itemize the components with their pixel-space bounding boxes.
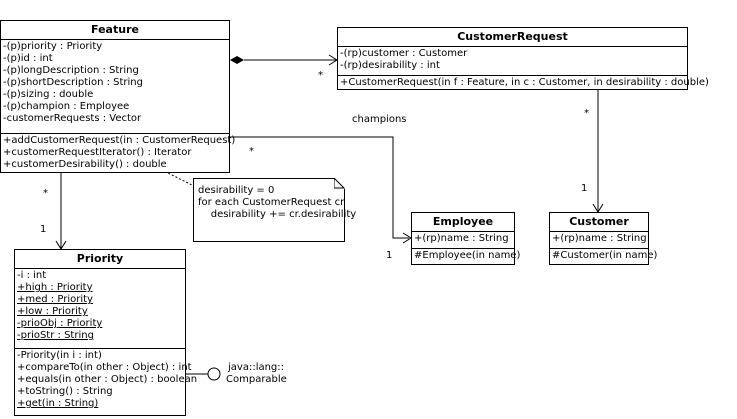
feature-priority-multiplicity-top: * — [43, 188, 48, 199]
feature-operation: +addCustomerRequest(in : CustomerRequest… — [3, 135, 236, 146]
note-anchor-line — [153, 165, 195, 187]
customer-class-title: Customer — [550, 213, 648, 232]
priority-operation: +equals(in other : Object) : boolean — [17, 374, 198, 385]
priority-operation: -Priority(in i : int) — [17, 350, 102, 361]
customerrequest-operation: +CustomerRequest(in f : Feature, in c : … — [340, 77, 709, 88]
feature-priority-multiplicity-bottom: 1 — [40, 224, 47, 235]
feature-cr-multiplicity: * — [318, 70, 323, 81]
priority-attribute: +low : Priority — [17, 306, 88, 317]
customerrequest-class[interactable]: CustomerRequest -(rp)customer : Customer… — [337, 27, 709, 90]
note-fold-icon — [334, 178, 345, 189]
customer-operation: #Customer(in name) — [552, 250, 658, 261]
priority-operation: +compareTo(in other : Object) : int — [17, 362, 192, 373]
employee-attributes: +(rp)name : String — [412, 232, 514, 249]
priority-attribute: +med : Priority — [17, 294, 93, 305]
priority-class[interactable]: Priority -i : int +high : Priority +med … — [14, 249, 198, 416]
employee-operations: #Employee(in name) — [412, 249, 521, 262]
customerrequest-operations: +CustomerRequest(in f : Feature, in c : … — [338, 76, 709, 89]
feature-attributes: -(p)priority : Priority -(p)id : int -(p… — [1, 40, 229, 134]
interface-label-name: Comparable — [226, 374, 287, 385]
champions-role-label: champions — [352, 114, 407, 125]
feature-attribute: -(p)shortDescription : String — [3, 77, 143, 88]
note-line: desirability = 0 — [198, 185, 275, 196]
feature-operation: +customerRequestIterator() : Iterator — [3, 147, 192, 158]
employee-class[interactable]: Employee +(rp)name : String #Employee(in… — [411, 212, 521, 265]
composition-diamond — [230, 56, 244, 64]
note-line: for each CustomerRequest cr — [198, 197, 345, 208]
feature-attribute: -(p)sizing : double — [3, 89, 94, 100]
priority-attribute: -prioStr : String — [17, 330, 94, 341]
priority-attribute: -prioObj : Priority — [17, 318, 103, 329]
customerrequest-attributes: -(rp)customer : Customer -(rp)desirabili… — [338, 47, 687, 76]
cr-customer-multiplicity-bottom: 1 — [581, 183, 588, 194]
desirability-note[interactable]: desirability = 0 for each CustomerReques… — [193, 178, 357, 242]
priority-attribute: -i : int — [17, 270, 47, 281]
customerrequest-attribute: -(rp)desirability : int — [340, 60, 440, 71]
employee-class-title: Employee — [412, 213, 514, 232]
customerrequest-attribute: -(rp)customer : Customer — [340, 48, 468, 59]
cr-customer-multiplicity-top: * — [584, 108, 589, 119]
customer-operations: #Customer(in name) — [550, 249, 658, 262]
employee-multiplicity: 1 — [386, 250, 393, 261]
feature-class-title: Feature — [1, 21, 229, 40]
priority-attributes: -i : int +high : Priority +med : Priorit… — [15, 269, 185, 349]
feature-attribute: -(p)champion : Employee — [3, 101, 130, 112]
interface-label-namespace: java::lang:: — [228, 362, 285, 373]
customer-attributes: +(rp)name : String — [550, 232, 648, 249]
feature-employee-association — [230, 136, 409, 239]
priority-attribute: +high : Priority — [17, 282, 93, 293]
employee-attribute: +(rp)name : String — [414, 233, 509, 244]
customer-class[interactable]: Customer +(rp)name : String #Customer(in… — [549, 212, 658, 265]
priority-operation: +get(in : String) — [17, 398, 99, 409]
feature-class[interactable]: Feature -(p)priority : Priority -(p)id :… — [0, 20, 236, 173]
feature-employee-multiplicity: * — [249, 146, 254, 157]
feature-operation: +customerDesirability() : double — [3, 159, 167, 170]
comparable-interface-icon — [207, 367, 221, 381]
feature-operations: +addCustomerRequest(in : CustomerRequest… — [1, 134, 236, 171]
customerrequest-class-title: CustomerRequest — [338, 28, 687, 47]
employee-operation: #Employee(in name) — [414, 250, 521, 261]
feature-attribute: -(p)longDescription : String — [3, 65, 139, 76]
customer-attribute: +(rp)name : String — [552, 233, 647, 244]
priority-class-title: Priority — [15, 250, 185, 269]
feature-attribute: -customerRequests : Vector — [3, 113, 142, 124]
feature-attribute: -(p)id : int — [3, 53, 53, 64]
feature-attribute: -(p)priority : Priority — [3, 41, 103, 52]
priority-operations: -Priority(in i : int) +compareTo(in othe… — [15, 349, 198, 410]
priority-operation: +toString() : String — [17, 386, 113, 397]
note-line: desirability += cr.desirability — [198, 209, 357, 220]
